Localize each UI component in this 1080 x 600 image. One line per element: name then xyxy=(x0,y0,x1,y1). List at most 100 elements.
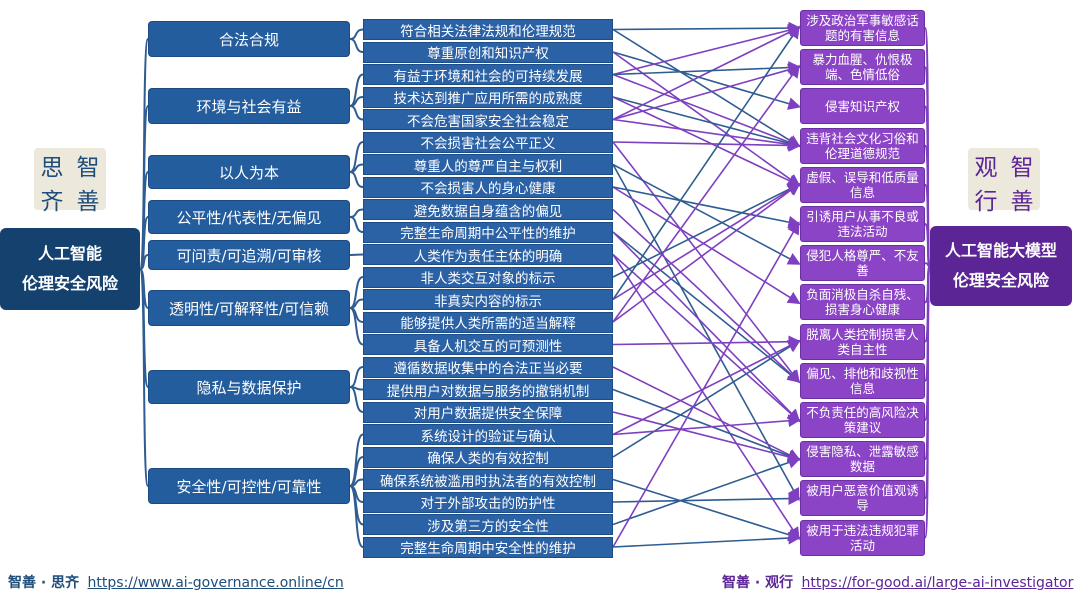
left-root-node: 人工智能 伦理安全风险 xyxy=(0,228,140,310)
risk-node: 被用户恶意价值观诱导 xyxy=(800,480,925,517)
risk-node: 暴力血腥、仇恨极端、色情低俗 xyxy=(800,49,925,86)
principle-risk-link xyxy=(612,414,802,436)
seal-right-char: 善 xyxy=(1010,189,1034,215)
principle-node: 非真实内容的标示 xyxy=(363,289,613,310)
principle-risk-link xyxy=(612,24,802,76)
footer-left-brand: 智善 · 思齐 xyxy=(8,575,80,591)
category-node: 环境与社会有益 xyxy=(148,88,350,124)
principle-risk-link xyxy=(612,164,800,502)
risk-root-link xyxy=(924,265,931,539)
principle-node: 对用户数据提供安全保障 xyxy=(363,401,613,423)
principle-risk-link xyxy=(612,254,800,541)
category-principle-link xyxy=(349,216,364,233)
principle-risk-link xyxy=(612,51,802,110)
principle-node: 有益于环境和社会的可持续发展 xyxy=(363,64,613,85)
principle-node: 遵循数据收集中的合法正当必要 xyxy=(363,356,613,378)
category-principle-link xyxy=(349,307,364,346)
principle-risk-link xyxy=(612,183,801,278)
principle-node: 避免数据自身蕴含的偏见 xyxy=(363,199,613,220)
principle-risk-link xyxy=(612,221,800,548)
risk-node: 引诱用户从事不良或违法活动 xyxy=(800,206,925,242)
principle-risk-link xyxy=(612,118,802,151)
principle-node: 确保系统被滥用时执法者的有效控制 xyxy=(363,469,613,490)
principle-risk-link xyxy=(612,388,801,462)
principle-risk-link xyxy=(612,411,802,464)
principle-risk-link xyxy=(612,186,801,305)
right-root-node: 人工智能大模型 伦理安全风险 xyxy=(930,226,1072,306)
category-node: 可问责/可追溯/可审核 xyxy=(148,240,350,270)
principle-node: 尊重人的尊严自主与权利 xyxy=(363,154,613,175)
footer-left: 智善 · 思齐 https://www.ai-governance.online… xyxy=(8,572,344,592)
principle-node: 技术达到推广应用所需的成熟度 xyxy=(363,86,613,108)
footer-right-brand: 智善 · 观行 xyxy=(722,575,794,591)
principle-risk-link xyxy=(612,73,801,149)
risk-node: 负面消极自杀自残、损害身心健康 xyxy=(800,284,925,321)
risk-node: 虚假、误导和低质量信息 xyxy=(800,166,925,203)
principle-risk-link xyxy=(612,531,802,548)
right-root-line1: 人工智能大模型 xyxy=(944,241,1057,260)
seal-right-logo: 观 智 行 善 xyxy=(968,148,1040,215)
category-node: 以人为本 xyxy=(148,155,350,189)
category-principle-link xyxy=(349,298,364,309)
principle-node: 涉及第三方的安全性 xyxy=(363,514,613,535)
root-category-link xyxy=(139,268,149,487)
category-principle-link xyxy=(349,253,364,256)
footer-right-link[interactable]: https://for-good.ai/large-ai-investigato… xyxy=(801,575,1074,591)
risk-node: 侵害知识产权 xyxy=(800,88,925,125)
principle-node: 不会损害社会公平正义 xyxy=(363,131,613,153)
principle-risk-link xyxy=(612,253,801,423)
principle-node: 尊重原创和知识产权 xyxy=(363,41,613,63)
category-principle-link xyxy=(349,366,364,388)
category-principle-link xyxy=(349,433,364,487)
principle-node: 人类作为责任主体的明确 xyxy=(363,244,613,265)
principle-risk-link xyxy=(612,182,801,323)
principle-node: 非人类交互对象的标示 xyxy=(363,266,613,288)
footer-left-link[interactable]: https://www.ai-governance.online/cn xyxy=(87,575,344,591)
principle-node: 完整生命周期中公平性的维护 xyxy=(363,221,613,243)
principle-risk-link xyxy=(612,183,801,301)
left-root-line2: 伦理安全风险 xyxy=(21,274,118,293)
risk-node: 被用于违法违规犯罪活动 xyxy=(800,519,925,556)
principle-risk-link xyxy=(612,61,802,76)
seal-left-logo: 思 智 齐 善 xyxy=(34,148,106,215)
principle-node: 不会危害国家安全社会稳定 xyxy=(363,109,613,130)
category-node: 合法合规 xyxy=(148,21,350,57)
principle-risk-link xyxy=(612,63,802,121)
seal-right-char: 智 xyxy=(1010,155,1034,181)
seal-left-char: 智 xyxy=(76,155,100,181)
principle-node: 提供用户对数据与服务的撤销机制 xyxy=(363,379,613,400)
right-root-line2: 伦理安全风险 xyxy=(952,271,1049,290)
principle-risk-link xyxy=(612,186,802,229)
seal-left-char: 思 xyxy=(40,155,64,181)
risk-node: 不负责任的高风险决策建议 xyxy=(800,402,925,438)
risk-node: 违背社会文化习俗和伦理道德规范 xyxy=(800,127,925,164)
category-node: 透明性/可解释性/可信赖 xyxy=(148,290,350,326)
principle-risk-link xyxy=(612,64,800,323)
category-principle-link xyxy=(349,38,364,53)
principle-risk-link xyxy=(612,139,802,152)
principle-risk-link xyxy=(612,163,801,265)
category-principle-link xyxy=(349,163,364,173)
principle-node: 能够提供人类所需的适当解释 xyxy=(363,311,613,333)
principle-node: 符合相关法律法规和伦理规范 xyxy=(363,19,613,40)
category-principle-link xyxy=(349,208,364,218)
principle-risk-link xyxy=(612,231,801,383)
principle-node: 完整生命周期中安全性的维护 xyxy=(363,536,613,558)
principle-risk-link xyxy=(612,339,801,458)
seal-left-char: 齐 xyxy=(40,189,64,215)
risk-node: 偏见、排他和歧视性信息 xyxy=(800,362,925,399)
principle-risk-link xyxy=(612,21,802,35)
risk-node: 脱离人类控制损害人类自主性 xyxy=(800,323,925,360)
principle-risk-link xyxy=(612,141,800,384)
principle-risk-link xyxy=(612,25,800,300)
seal-right-char: 行 xyxy=(974,189,998,215)
category-node: 公平性/代表性/无偏见 xyxy=(148,200,350,234)
risk-node: 侵害隐私、泄露敏感数据 xyxy=(800,441,925,478)
category-principle-link xyxy=(349,105,364,121)
category-principle-link xyxy=(349,171,364,188)
principle-risk-link xyxy=(612,51,801,187)
principle-risk-link xyxy=(612,366,801,461)
risk-node: 侵犯人格尊严、不友善 xyxy=(800,245,925,282)
